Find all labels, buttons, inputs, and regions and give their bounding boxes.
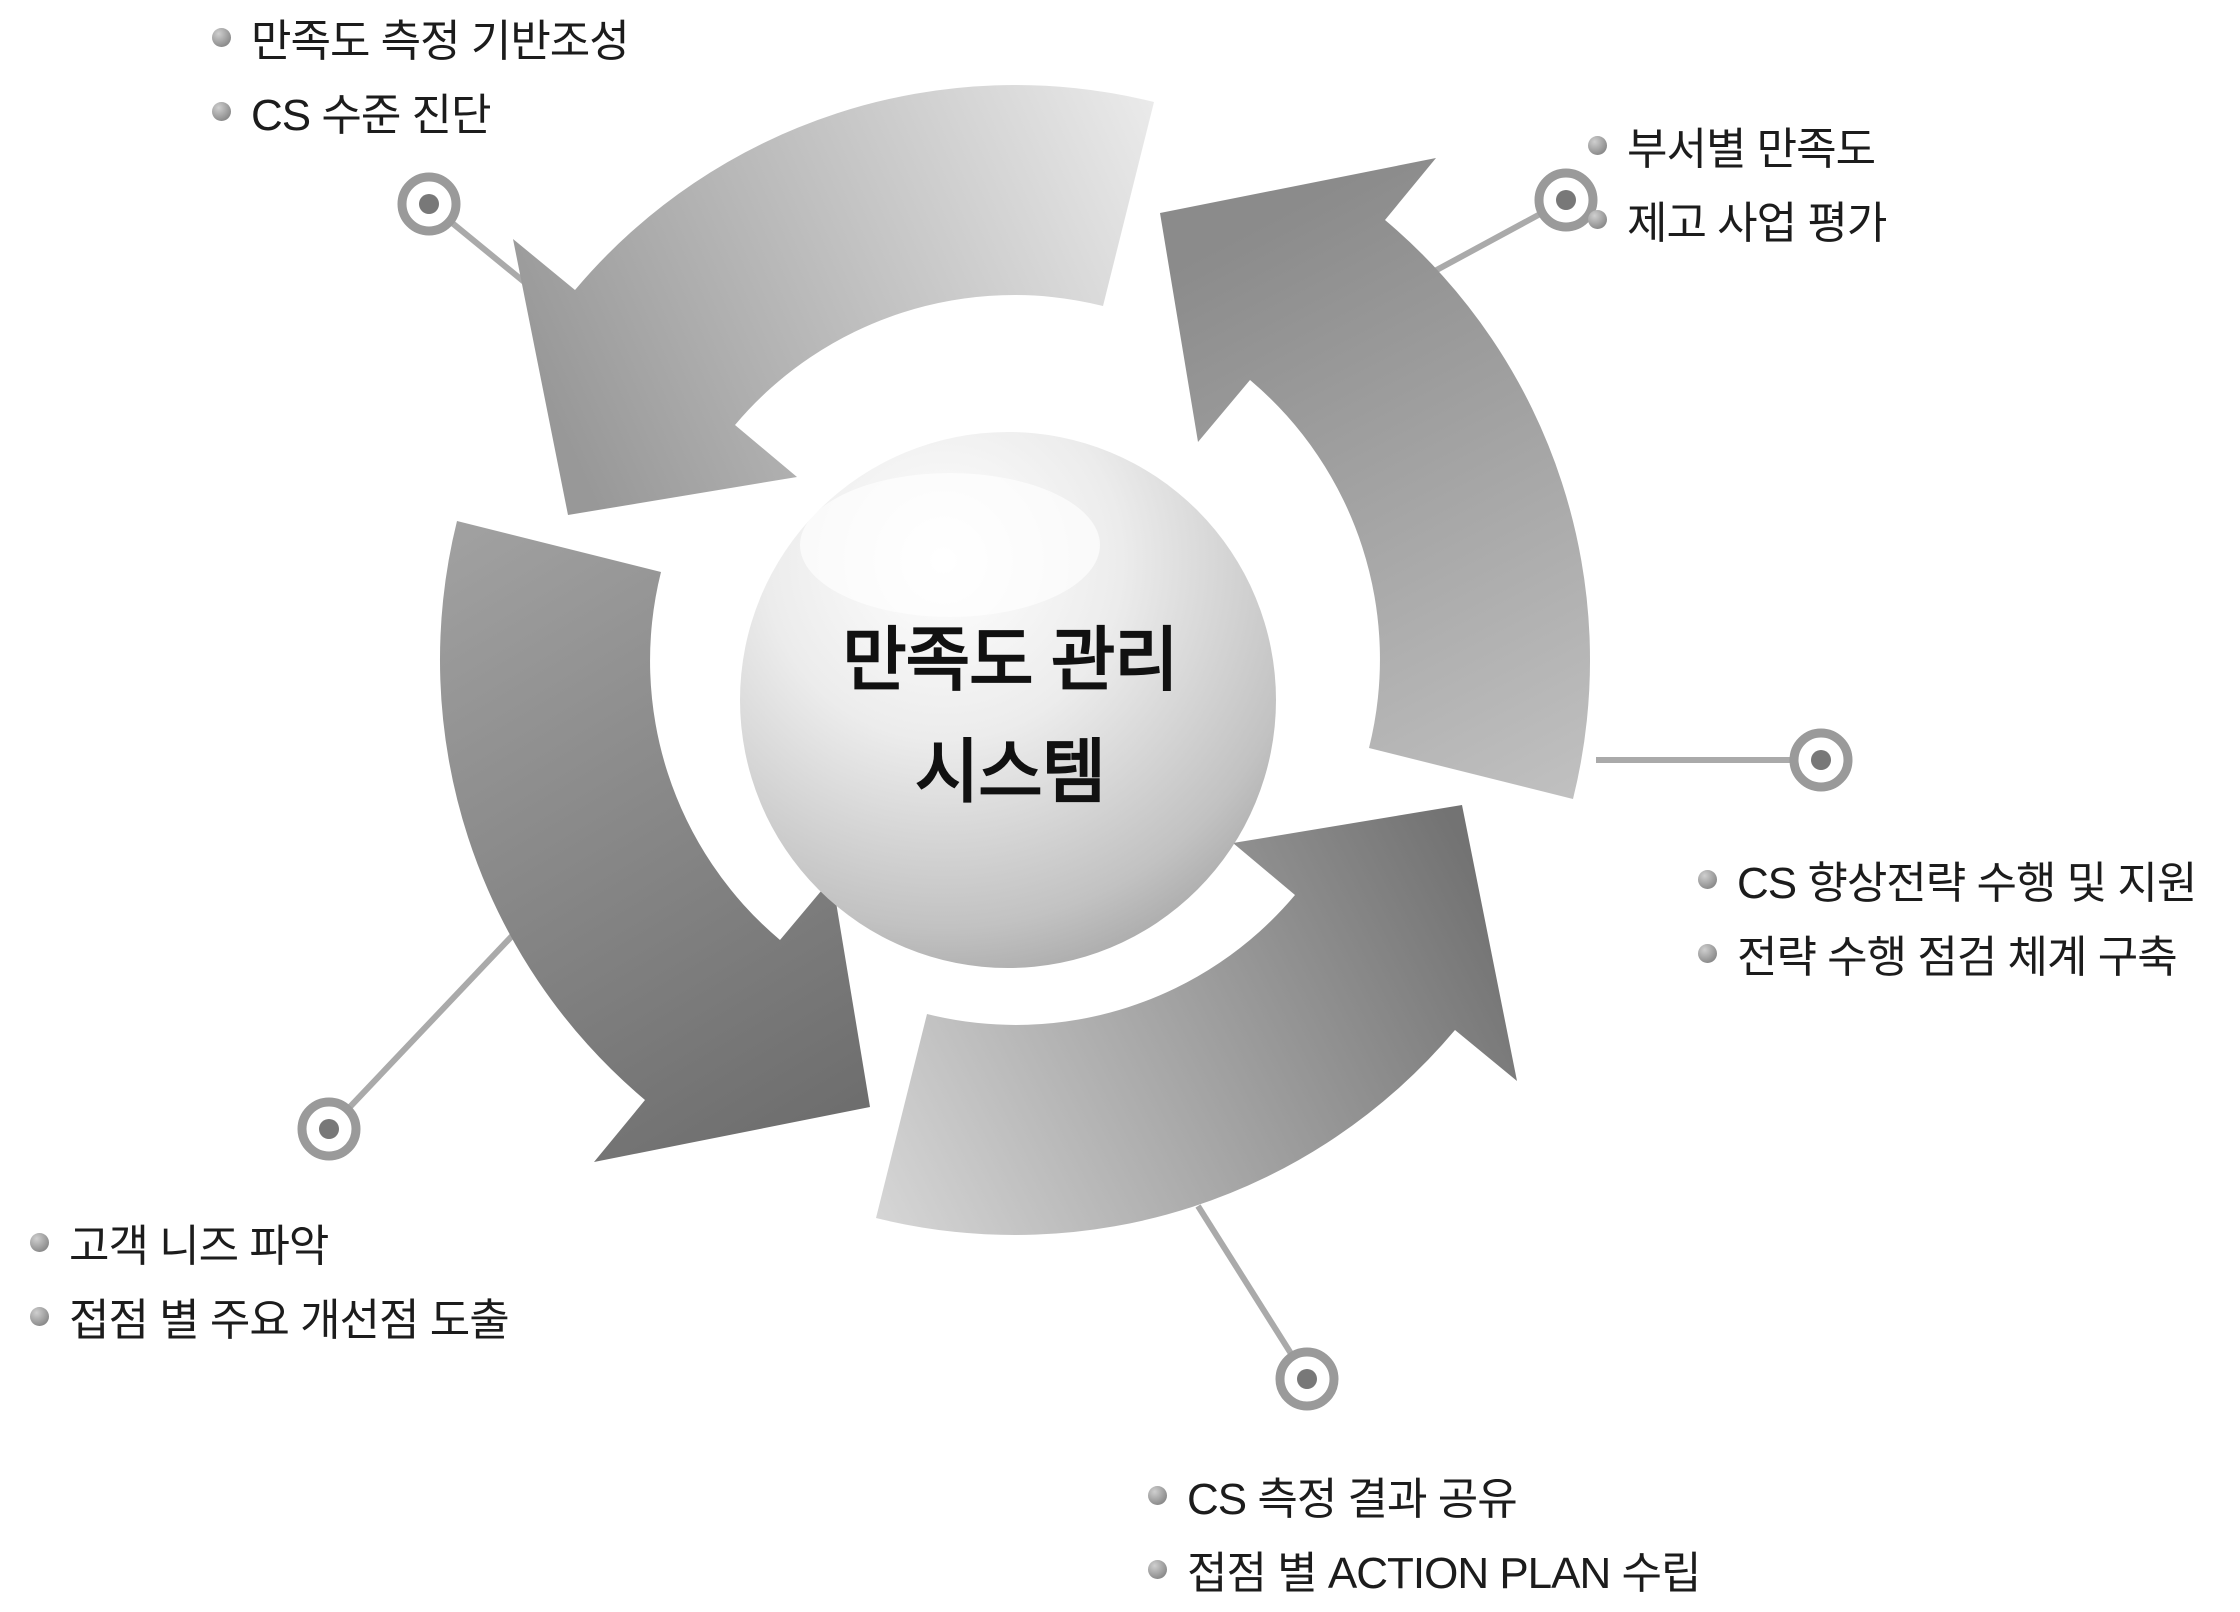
connector-node-bottom-center: [1275, 1347, 1339, 1411]
bullet-icon: [1698, 869, 1717, 889]
cycle-arrow-bottom: [876, 805, 1517, 1236]
bullet-icon: [212, 101, 231, 121]
list-item: 접점 별 ACTION PLAN 수립: [1148, 1532, 1701, 1606]
center-title-line2: 시스템: [914, 733, 1106, 811]
callout-top-left: 만족도 측정 기반조성 CS 수준 진단: [212, 0, 630, 148]
center-sphere: [740, 432, 1276, 968]
list-item: 전략 수행 점검 체계 구축: [1698, 916, 2196, 990]
connector-line-bottom-left: [326, 933, 515, 1132]
list-item: CS 향상전략 수행 및 지원: [1698, 842, 2197, 916]
bullet-icon: [1148, 1485, 1167, 1505]
list-item: 제고 사업 평가: [1588, 182, 1887, 256]
cycle-arrow-top: [513, 84, 1154, 515]
callout-item: CS 향상전략 수행 및 지원: [1737, 859, 2197, 908]
callout-item: CS 수준 진단: [251, 91, 491, 140]
connector-node-bottom-left: [297, 1097, 361, 1161]
callout-top-right: 부서별 만족도 제고 사업 평가: [1588, 108, 1887, 256]
connector-node-top-right: [1534, 168, 1598, 232]
callout-item: 고객 니즈 파악: [69, 1222, 329, 1271]
callout-bottom-left: 고객 니즈 파악 접점 별 주요 개선점 도출: [30, 1205, 510, 1353]
callout-item: 제고 사업 평가: [1627, 199, 1887, 248]
callout-item: CS 측정 결과 공유: [1187, 1475, 1518, 1524]
list-item: 접점 별 주요 개선점 도출: [30, 1279, 510, 1353]
list-item: CS 측정 결과 공유: [1148, 1458, 1700, 1532]
callout-item: 부서별 만족도: [1627, 125, 1876, 174]
list-item: 부서별 만족도: [1588, 108, 1886, 182]
bullet-icon: [30, 1306, 49, 1326]
connector-node-top-left: [397, 172, 461, 236]
bullet-icon: [1698, 943, 1717, 963]
callout-item: 접점 별 ACTION PLAN 수립: [1187, 1549, 1701, 1598]
list-item: CS 수준 진단: [212, 74, 629, 148]
bullet-icon: [1588, 209, 1607, 229]
callout-item: 전략 수행 점검 체계 구축: [1737, 933, 2178, 982]
connector-nodes: [297, 168, 1853, 1411]
list-item: 고객 니즈 파악: [30, 1205, 509, 1279]
callout-bottom-center: CS 측정 결과 공유 접점 별 ACTION PLAN 수립: [1148, 1458, 1701, 1606]
cycle-arrow-left: [439, 521, 870, 1162]
bullet-icon: [1588, 135, 1607, 155]
connector-line-bottom-center: [1195, 1204, 1310, 1381]
connector-node-right: [1789, 728, 1853, 792]
callout-item: 접점 별 주요 개선점 도출: [69, 1296, 510, 1345]
cycle-arrow-right: [1160, 158, 1591, 799]
bullet-icon: [212, 27, 231, 47]
callout-right: CS 향상전략 수행 및 지원 전략 수행 점검 체계 구축: [1698, 842, 2197, 990]
bullet-icon: [30, 1232, 49, 1252]
list-item: 만족도 측정 기반조성: [212, 0, 630, 74]
bullet-icon: [1148, 1559, 1167, 1579]
callout-item: 만족도 측정 기반조성: [251, 17, 630, 66]
center-title: 만족도 관리 시스템: [660, 604, 1360, 828]
center-title-line1: 만족도 관리: [842, 621, 1178, 699]
